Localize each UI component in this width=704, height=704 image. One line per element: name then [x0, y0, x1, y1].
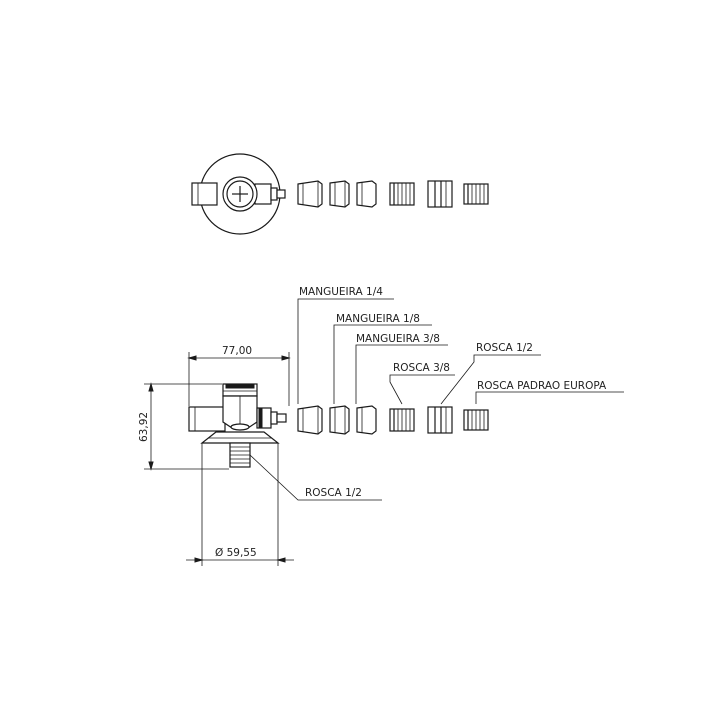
- dimension-height: [144, 382, 229, 471]
- top-view-regulator: [191, 153, 286, 235]
- leader-lines: [249, 298, 624, 501]
- dimension-height-text: 63,92: [138, 412, 150, 442]
- dimension-diameter: [186, 443, 294, 566]
- front-view-fittings: [297, 405, 489, 435]
- top-view-fittings: [297, 180, 489, 208]
- dimension-width-text: 77,00: [222, 345, 252, 357]
- dimension-diameter-text: Ø 59,55: [215, 547, 257, 559]
- label-mangueira-18: MANGUEIRA 1/8: [336, 313, 420, 325]
- label-rosca-12-bottom: ROSCA 1/2: [305, 487, 362, 499]
- label-rosca-38: ROSCA 3/8: [393, 362, 450, 374]
- dimension-width: [187, 352, 291, 406]
- label-mangueira-38: MANGUEIRA 3/8: [356, 333, 440, 345]
- front-view-regulator: [188, 383, 287, 468]
- label-rosca-12-top: ROSCA 1/2: [476, 342, 533, 354]
- label-mangueira-14: MANGUEIRA 1/4: [299, 286, 383, 298]
- label-rosca-padrao-europa: ROSCA PADRAO EUROPA: [477, 380, 607, 392]
